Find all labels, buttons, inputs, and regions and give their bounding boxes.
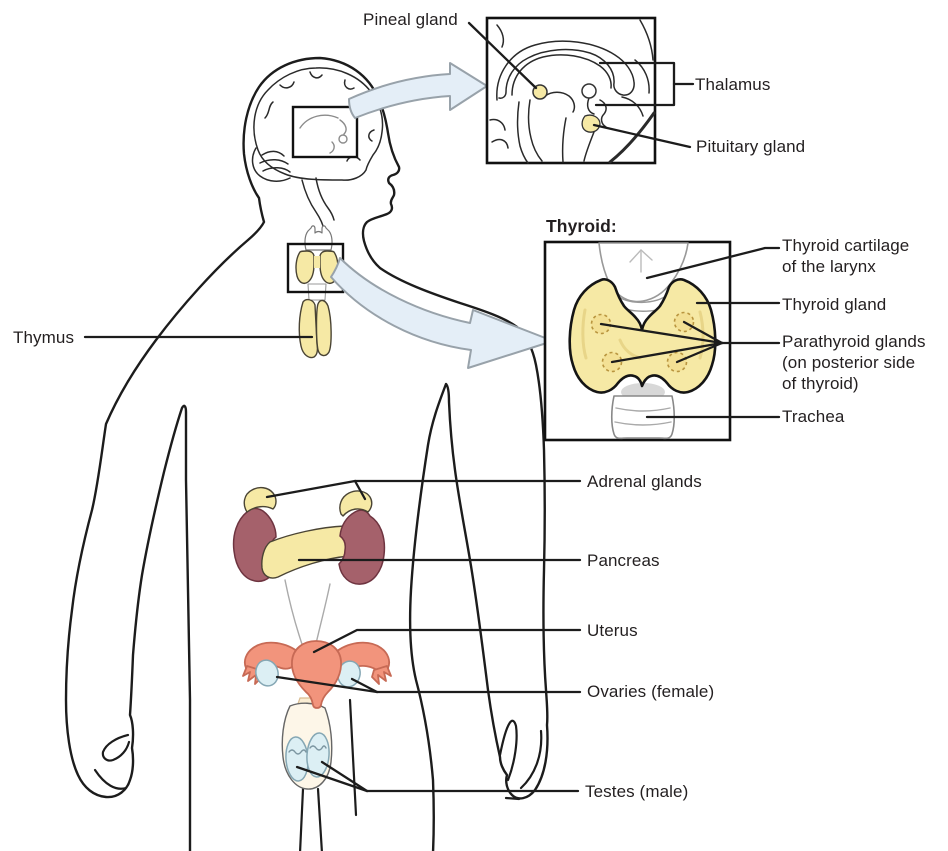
- zoom-arrows: [330, 62, 554, 369]
- leader-thyroid-cartilage: [645, 246, 781, 280]
- uterus-organ: [291, 640, 342, 709]
- leader-testis-right: [320, 760, 369, 793]
- brain-inset: [485, 16, 657, 165]
- abdominal-organs: [232, 486, 386, 651]
- fimbriae-right: [371, 665, 392, 685]
- adrenal-gland-left: [243, 486, 277, 513]
- brain-sketch: [251, 67, 384, 231]
- pituitary-gland-label: Pituitary gland: [696, 137, 806, 156]
- epididymis-right: [309, 745, 327, 751]
- pituitary-gland-shape: [581, 114, 601, 133]
- thyroid-inset-title: Thyroid:: [546, 216, 617, 236]
- thyroid-cartilage-label: Thyroid cartilage of the larynx: [782, 236, 910, 276]
- leader-parathyroid-2: [682, 320, 724, 345]
- zoom-arrow-brain: [348, 62, 488, 119]
- trachea-label: Trachea: [782, 407, 845, 426]
- body-outline: [64, 56, 549, 851]
- leader-lines: [83, 21, 781, 793]
- thalamus-label: Thalamus: [695, 75, 771, 94]
- thymus-organ: [298, 298, 319, 359]
- thymus-organ-right: [315, 299, 332, 357]
- ovaries-label: Ovaries (female): [587, 682, 715, 701]
- thymus-label: Thymus: [13, 328, 75, 347]
- adrenal-glands-label: Adrenal glands: [587, 472, 702, 491]
- leader-ovary-left: [275, 675, 379, 694]
- leader-adrenal-branch: [353, 479, 367, 501]
- leader-testis-left: [295, 765, 369, 793]
- left-hand-detail: [93, 733, 131, 790]
- leader-uterus: [312, 628, 582, 654]
- epididymis-left: [288, 749, 307, 755]
- leader-pineal: [467, 21, 538, 90]
- thyroid-isthmus-neck: [314, 256, 320, 268]
- thyroid-organ-neck: [295, 250, 315, 285]
- thyroid-gland-label: Thyroid gland: [782, 295, 887, 314]
- testes-label: Testes (male): [585, 782, 689, 801]
- leader-parathyroid-3: [610, 341, 724, 364]
- brain-focus-box: [291, 105, 359, 159]
- leader-parathyroid-1: [599, 322, 724, 345]
- trachea-shape: [610, 395, 676, 440]
- parathyroid-label: Parathyroid glands (on posterior side of…: [782, 332, 926, 393]
- pineal-gland-label: Pineal gland: [363, 10, 458, 29]
- zoom-arrow-thyroid: [330, 257, 554, 369]
- testis-right: [306, 732, 330, 778]
- leader-parathyroid-4: [675, 341, 724, 364]
- uterus-label: Uterus: [587, 621, 638, 640]
- leader-pituitary: [592, 123, 692, 149]
- leader-ovary-right: [350, 677, 379, 694]
- pancreas-label: Pancreas: [587, 551, 660, 570]
- ovary-left: [255, 659, 279, 687]
- leg-lines: [298, 698, 358, 851]
- splenium-shape: [581, 83, 597, 99]
- pelvic-organs: [242, 640, 392, 790]
- right-hand-detail: [498, 719, 543, 801]
